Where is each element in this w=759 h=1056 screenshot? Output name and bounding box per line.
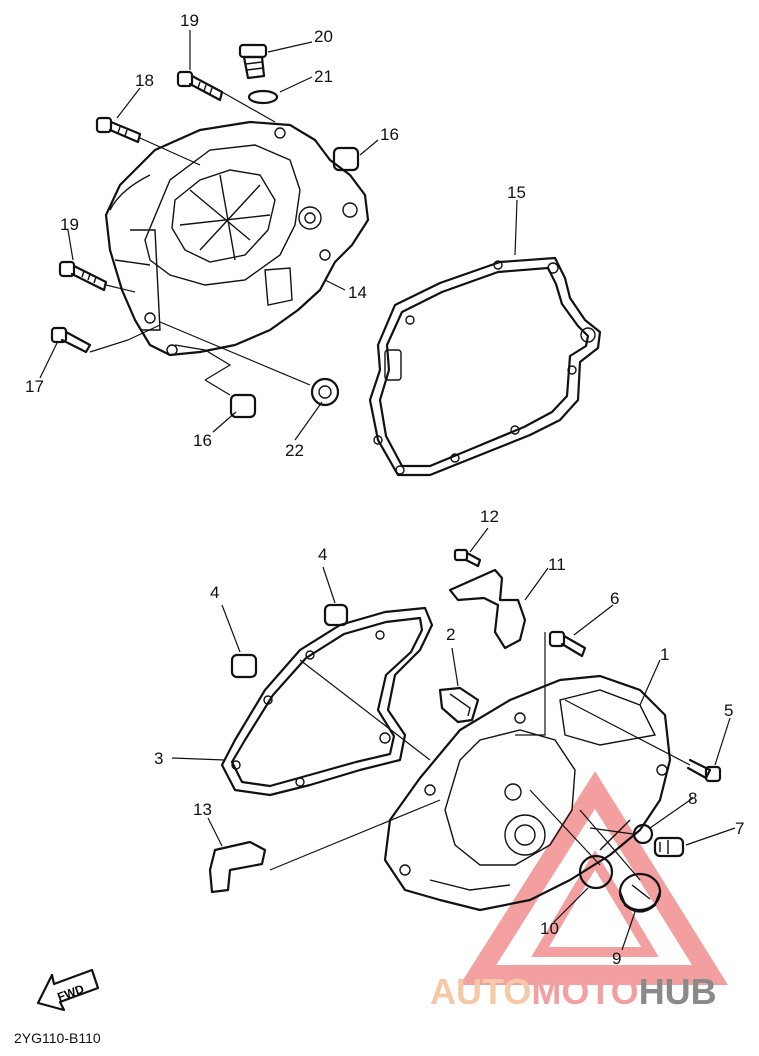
watermark-triangle-logo — [459, 771, 728, 985]
callout-16-top: 16 — [380, 125, 399, 144]
bolt-19-left — [58, 260, 108, 292]
callout-7: 7 — [735, 819, 744, 838]
screw-12 — [453, 548, 482, 568]
callout-1: 1 — [660, 645, 669, 664]
crankcase-cover-left — [104, 120, 370, 357]
fwd-arrow-icon: FWD — [36, 968, 100, 1012]
callout-8: 8 — [688, 789, 697, 808]
bracket-11 — [448, 568, 527, 650]
o-ring-8 — [632, 823, 654, 845]
callout-9: 9 — [612, 949, 621, 968]
watermark-hub: HUB — [639, 971, 717, 1012]
fwd-label: FWD — [55, 982, 86, 1005]
callout-17: 17 — [25, 377, 44, 396]
callout-12: 12 — [480, 507, 499, 526]
dowel-pin-4-upper — [323, 603, 349, 627]
svg-text:AUTOMOTOHUB: AUTOMOTOHUB — [430, 971, 717, 1012]
crankcase-cover-right — [383, 674, 672, 912]
callout-22: 22 — [285, 441, 304, 460]
oil-filler-cap — [238, 43, 268, 80]
callout-16-bottom: 16 — [193, 431, 212, 450]
bolt-19-top — [176, 70, 224, 102]
o-ring-21 — [247, 89, 279, 105]
callout-13: 13 — [193, 800, 212, 819]
callout-4-lower: 4 — [210, 583, 219, 602]
callout-15: 15 — [507, 183, 526, 202]
callout-2: 2 — [446, 625, 455, 644]
callout-21: 21 — [314, 67, 333, 86]
callout-6: 6 — [610, 589, 619, 608]
gasket-15 — [368, 256, 602, 477]
bracket-13 — [208, 840, 267, 894]
plug-cap-9 — [618, 872, 662, 913]
bolt-18 — [95, 116, 142, 144]
bolt-5 — [686, 758, 722, 783]
watermark-text: AUTOMOTOHUB — [430, 971, 717, 1012]
callout-20: 20 — [314, 27, 333, 46]
dowel-pin-16-bottom — [229, 393, 257, 419]
bolt-17 — [50, 326, 92, 354]
oil-seal-22 — [310, 377, 340, 407]
callout-labels: 19 20 21 18 16 15 19 14 17 16 22 12 11 4… — [25, 11, 744, 968]
callout-10: 10 — [540, 919, 559, 938]
callout-4-upper: 4 — [318, 545, 327, 564]
plug-7 — [653, 836, 685, 858]
assembly-lines — [89, 91, 691, 881]
watermark-auto: AUTO — [430, 971, 531, 1012]
dowel-pin-4-lower — [230, 653, 258, 679]
callout-3: 3 — [154, 749, 163, 768]
bolt-6 — [548, 630, 587, 658]
callout-11: 11 — [548, 555, 566, 574]
sensor-2 — [438, 686, 480, 724]
callout-14: 14 — [348, 283, 367, 302]
callout-18: 18 — [135, 71, 154, 90]
callout-leaders — [39, 30, 736, 951]
callout-19-left: 19 — [60, 215, 79, 234]
o-ring-10 — [578, 854, 614, 890]
callout-5: 5 — [724, 701, 733, 720]
drawing-code: 2YG110-B110 — [14, 1030, 101, 1046]
watermark-moto: MOTO — [531, 971, 638, 1012]
gasket-3 — [220, 606, 434, 797]
dowel-pin-16-top — [332, 146, 360, 172]
callout-19-top: 19 — [180, 11, 199, 30]
